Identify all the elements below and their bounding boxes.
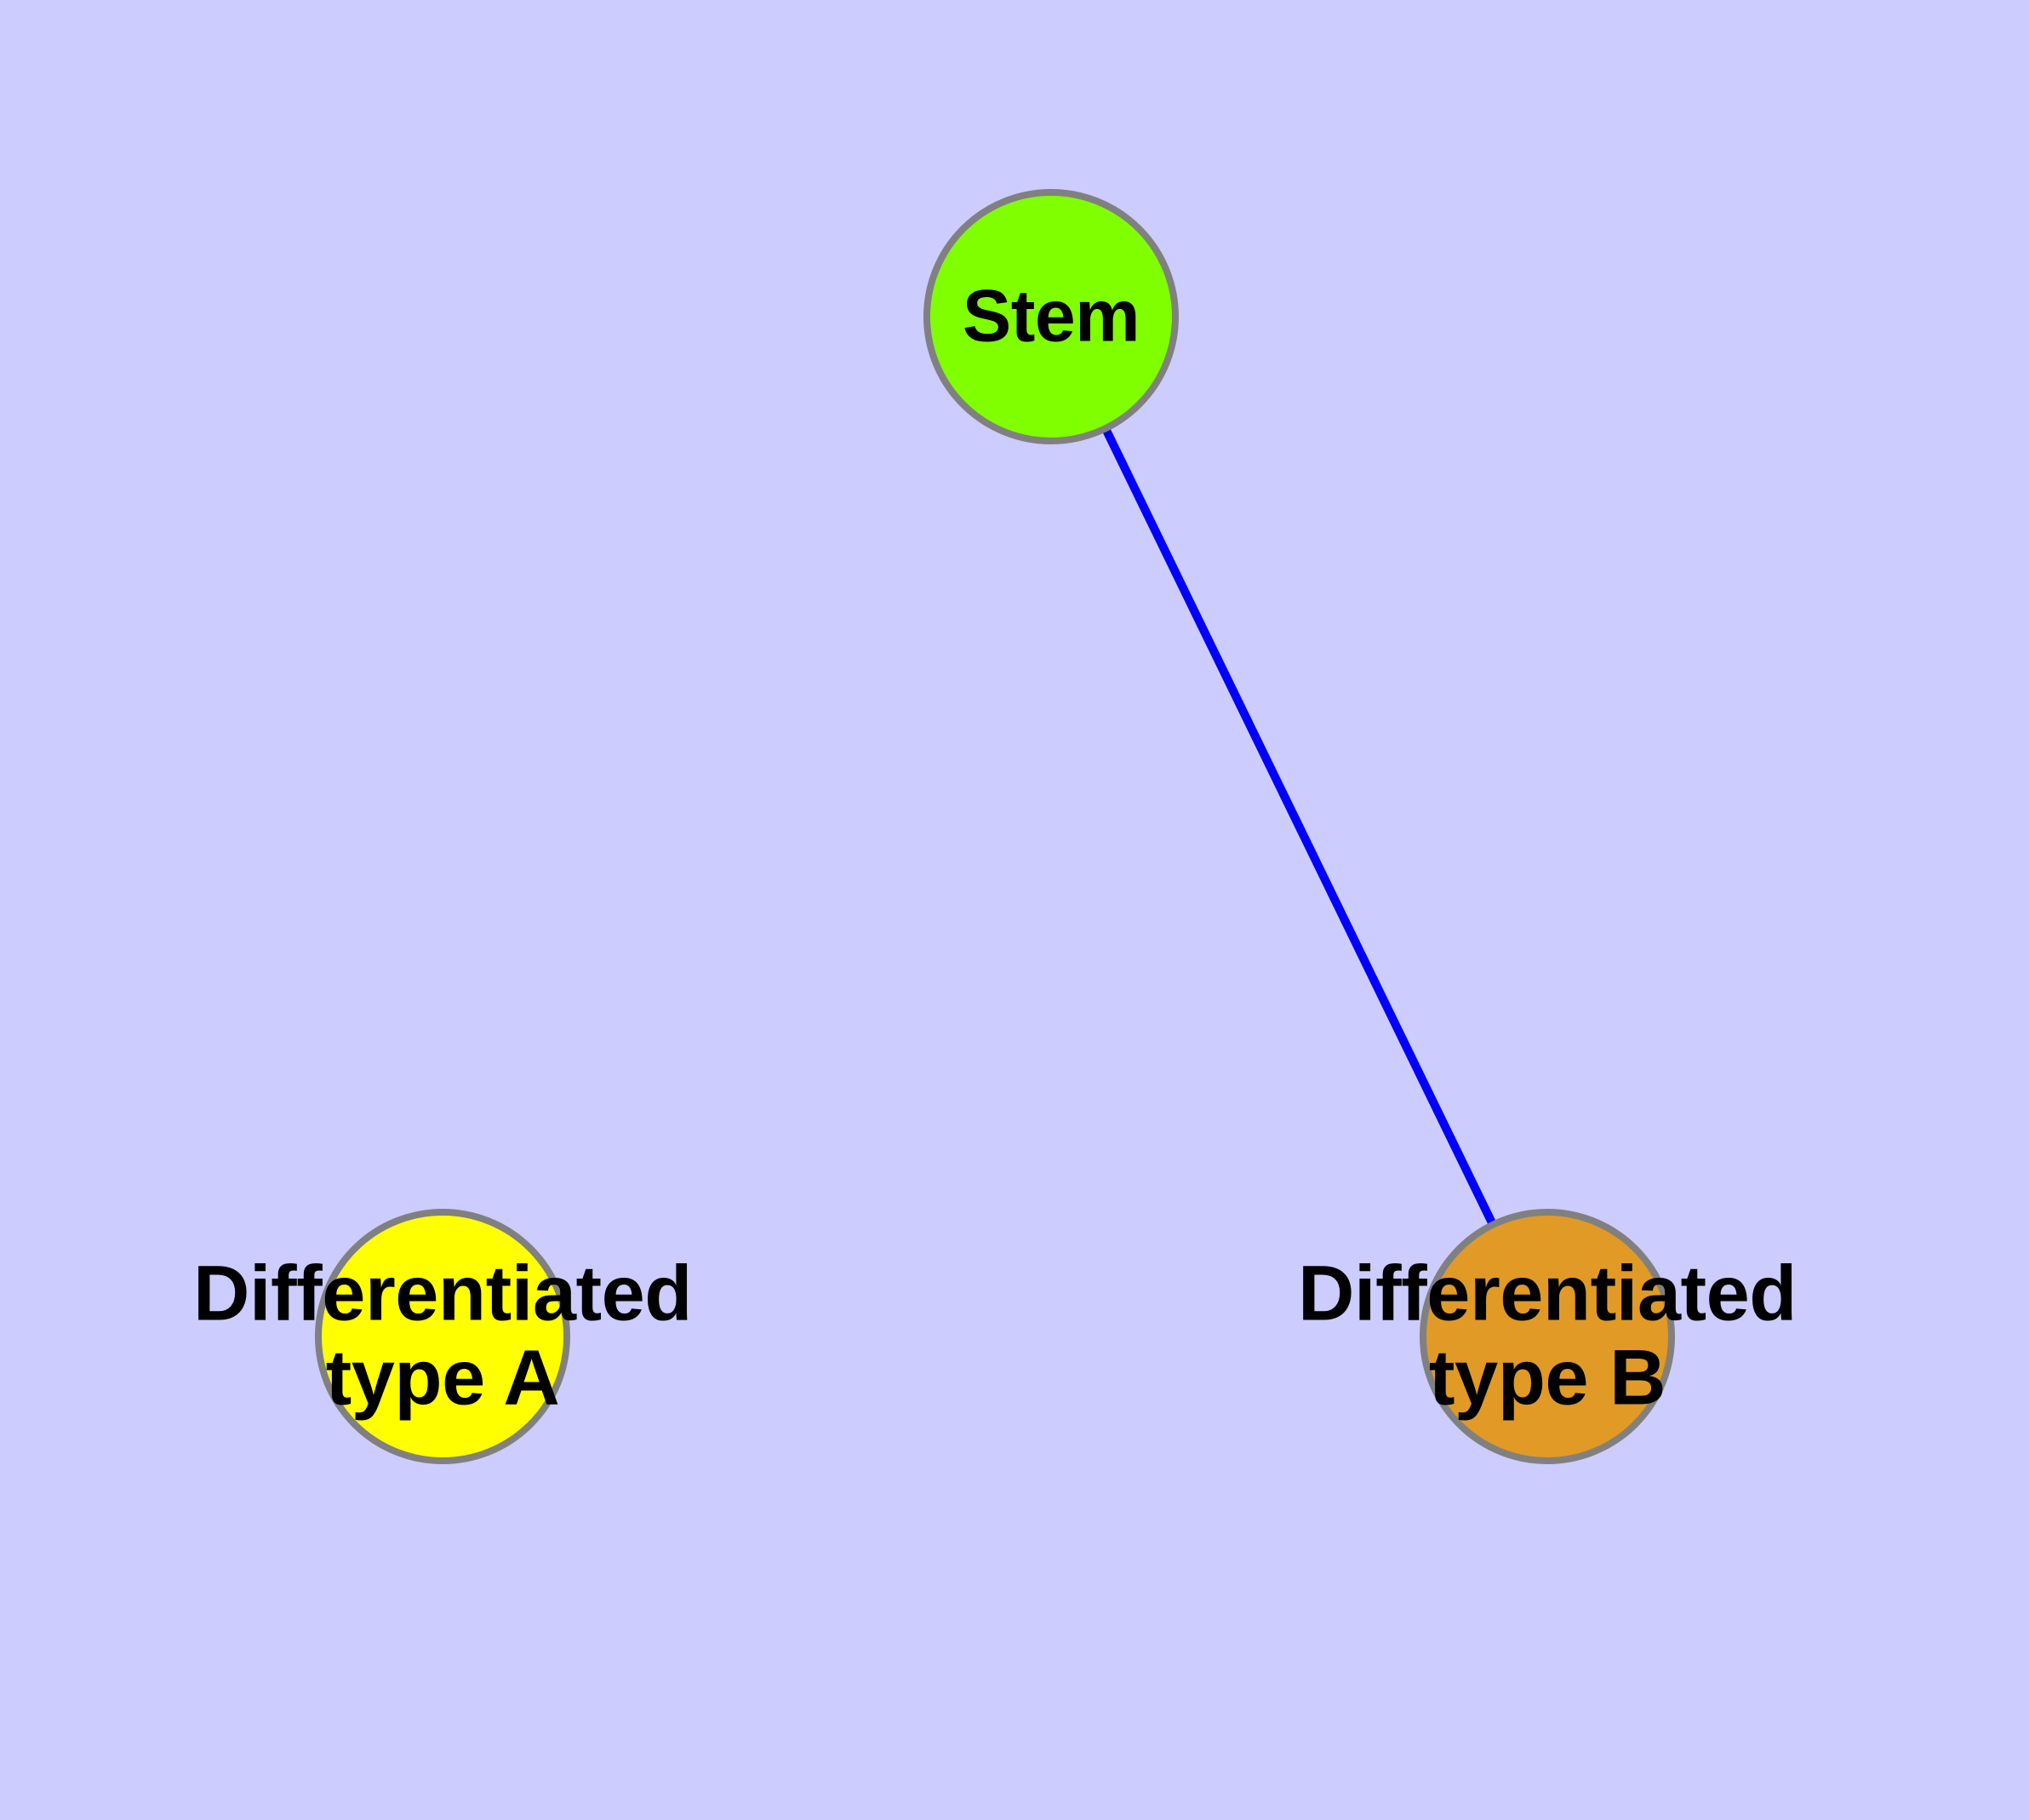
edge-stem-to-differentiated-type-a[interactable] [1100, 423, 1499, 1230]
node-stem[interactable] [923, 189, 1179, 444]
node-differentiated-type-b[interactable] [1420, 1209, 1675, 1464]
node-layer [315, 189, 1675, 1464]
edge-layer [1100, 423, 1499, 1230]
node-differentiated-type-a[interactable] [315, 1209, 570, 1464]
